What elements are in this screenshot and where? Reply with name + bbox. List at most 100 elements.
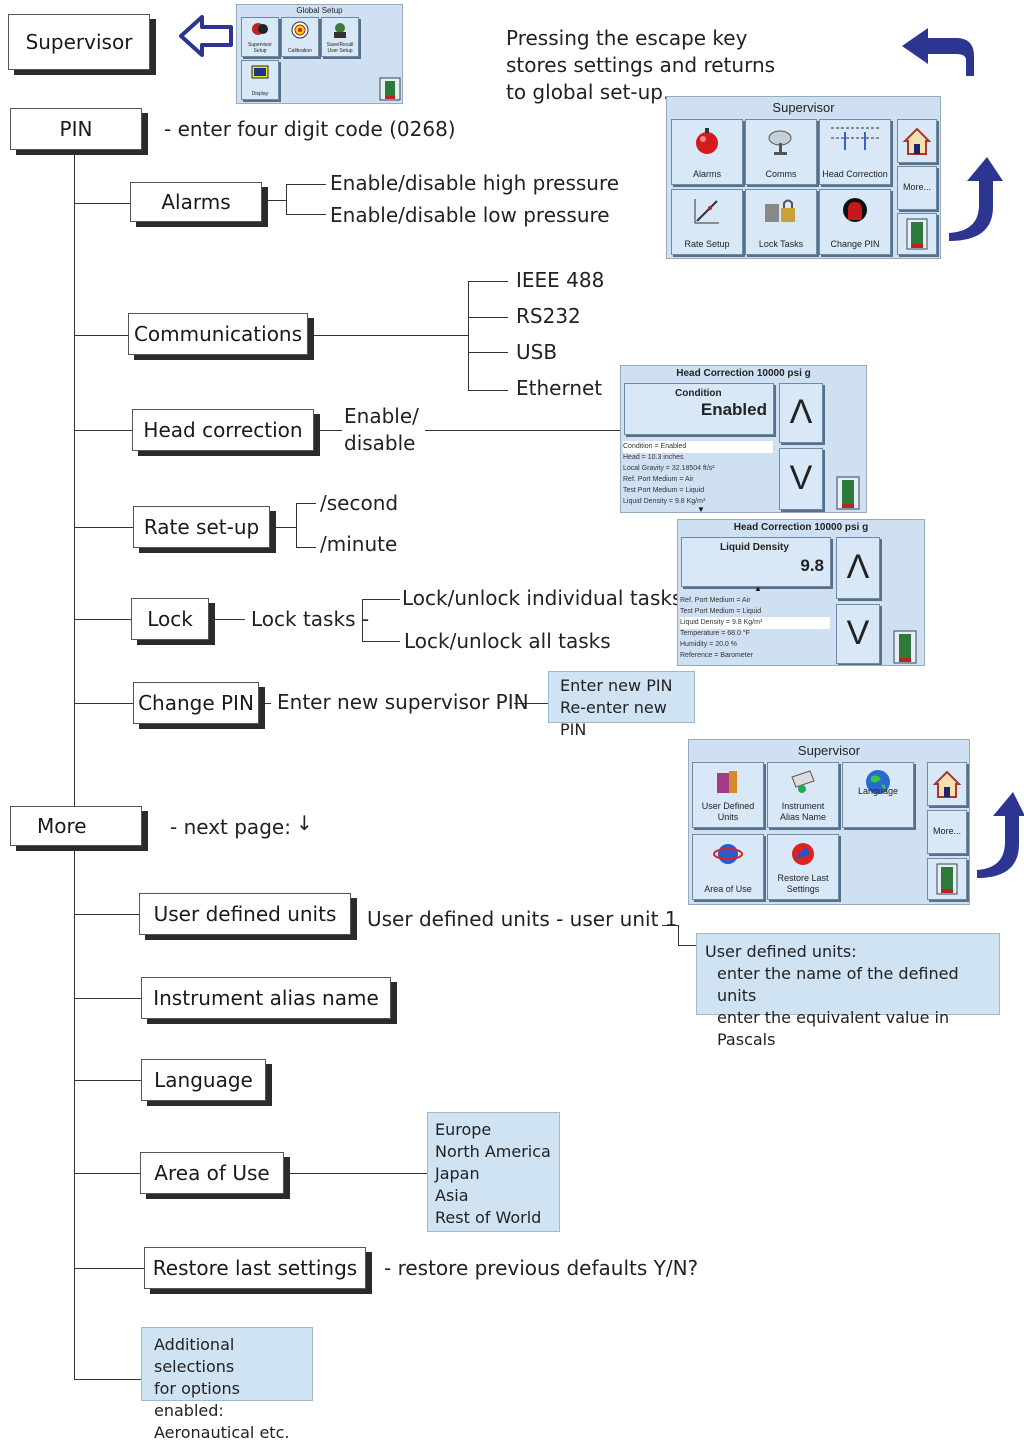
lock-option-individual: Lock/unlock individual tasks	[402, 586, 683, 610]
branch-user-units	[74, 914, 139, 915]
area-option-rest-of-world: Rest of World	[435, 1208, 542, 1227]
alarms-connector	[262, 200, 286, 201]
area-globe-icon	[713, 844, 743, 864]
head-corr-1-line2: Head = 10.3 inches	[623, 454, 684, 461]
area-of-use-screen-button[interactable]: Area of Use	[692, 834, 764, 900]
save-recall-icon	[334, 23, 346, 38]
home-screen-button-2[interactable]	[927, 762, 967, 806]
head-correction-screen-button[interactable]: Head Correction	[819, 119, 891, 185]
calibration-icon	[291, 21, 309, 39]
change-pin-panel: Enter new PIN Re-enter new PIN	[548, 671, 695, 739]
branch-area	[74, 1173, 140, 1174]
rate-option-minute: /minute	[320, 532, 398, 556]
exit-door-icon[interactable]	[379, 77, 401, 101]
exit-door-icon	[906, 218, 928, 250]
lock-tasks-icon	[765, 199, 795, 222]
rate-graph-icon	[694, 199, 719, 224]
user-defined-units-screen-button[interactable]: User Defined Units	[692, 762, 764, 828]
branch-alias	[74, 998, 141, 999]
rate-tick-1	[296, 503, 316, 504]
alarms-bracket-top	[286, 184, 326, 185]
scroll-up-button[interactable]: Λ	[779, 383, 823, 443]
change-pin-note: Enter new supervisor PIN	[277, 690, 529, 714]
restore-last-settings-screen-button[interactable]: Restore Last Settings	[767, 834, 839, 900]
comms-option-usb: USB	[516, 340, 558, 364]
change-pin-panel-line1: Enter new PIN	[560, 676, 673, 695]
alarms-box[interactable]: Alarms	[130, 182, 262, 222]
language-screen-button[interactable]: Language	[842, 762, 914, 828]
scroll-down-button[interactable]: V	[779, 448, 823, 510]
alarms-option-low: Enable/disable low pressure	[330, 203, 610, 227]
comms-screen-button[interactable]: Comms	[745, 119, 817, 185]
communications-box[interactable]: Communications	[128, 313, 308, 355]
user-units-connector-b	[678, 925, 679, 945]
gs-calibration-button[interactable]: Calibration	[281, 17, 319, 57]
supervisor-box[interactable]: Supervisor	[8, 14, 150, 70]
home-screen-button[interactable]	[897, 119, 937, 163]
return-arrow-icon	[902, 28, 974, 76]
down-arrow-icon: ↓	[296, 811, 313, 835]
more-screen-button-2[interactable]: More...	[927, 810, 967, 854]
user-defined-units-box[interactable]: User defined units	[139, 893, 351, 935]
change-pin-screen-button[interactable]: Change PIN	[819, 189, 891, 255]
lock-tasks-screen-button[interactable]: Lock Tasks	[745, 189, 817, 255]
head-correction-box[interactable]: Head correction	[132, 409, 314, 451]
area-of-use-box[interactable]: Area of Use	[140, 1152, 284, 1194]
liquid-density-field[interactable]: Liquid Density 9.8	[681, 537, 831, 587]
home-icon	[902, 127, 932, 155]
head-corr-1-line6: Liquid Density = 9.8 Kg/m³	[623, 498, 706, 505]
liquid-density-label: Liquid Density	[720, 542, 789, 553]
more-note: - next page:	[170, 815, 291, 839]
head-corr-1-line4: Ref. Port Medium = Air	[623, 476, 694, 483]
more-box[interactable]: More	[10, 806, 142, 846]
additional-line1: Additional selections	[154, 1335, 235, 1376]
user-units-icon	[717, 771, 737, 793]
scroll-up-button[interactable]: Λ	[836, 537, 880, 599]
user-units-panel-line1: User defined units:	[705, 942, 857, 961]
head-corr-1-line5: Test Port Medium = Liquid	[623, 487, 705, 494]
lock-tick-1	[362, 599, 400, 600]
rate-bracket	[296, 503, 297, 547]
alarms-screen-button[interactable]: Alarms	[671, 119, 743, 185]
exit-door-icon[interactable]	[892, 630, 918, 664]
rate-setup-screen-button[interactable]: Rate Setup	[671, 189, 743, 255]
branch-language	[74, 1080, 141, 1081]
branch-head	[74, 430, 132, 431]
gs-supervisor-setup-button[interactable]: Supervisor Setup	[241, 17, 279, 57]
branch-change-pin	[74, 703, 133, 704]
supervisor-icon	[252, 23, 268, 35]
condition-field[interactable]: Condition Enabled	[624, 383, 774, 435]
gs-display-button[interactable]: Display	[241, 60, 279, 100]
restore-icon	[792, 843, 814, 865]
escape-note-line3: to global set-up.	[506, 80, 670, 104]
globe-icon	[866, 770, 890, 794]
area-option-europe: Europe	[435, 1120, 492, 1139]
branch-restore	[74, 1268, 144, 1269]
comms-tick-1	[468, 281, 508, 282]
head-corr-1-title: Head Correction 10000 psi g	[676, 368, 811, 379]
scroll-down-button[interactable]: V	[836, 604, 880, 664]
head-corr-2-line3: Liquid Density = 9.8 Kg/m³	[680, 617, 830, 629]
home-icon	[932, 770, 962, 798]
restore-note: - restore previous defaults Y/N?	[384, 1256, 699, 1280]
gs-save-recall-button[interactable]: Save/Recall User Setup	[321, 17, 359, 57]
exit-door-icon[interactable]	[835, 476, 861, 510]
rate-setup-box[interactable]: Rate set-up	[133, 506, 270, 548]
area-connector	[284, 1173, 428, 1174]
restore-last-settings-box[interactable]: Restore last settings	[144, 1247, 366, 1289]
branch-rate	[74, 527, 133, 528]
language-box[interactable]: Language	[141, 1059, 266, 1101]
head-corr-2-line2: Test Port Medium = Liquid	[680, 608, 762, 615]
head-corr-2-list: Ref. Port Medium = Air Test Port Medium …	[678, 595, 833, 665]
exit-screen-button[interactable]	[897, 213, 937, 255]
lock-box[interactable]: Lock	[131, 598, 209, 640]
head-correction-screen-1: Head Correction 10000 psi g Condition En…	[620, 365, 867, 513]
change-pin-box[interactable]: Change PIN	[133, 682, 259, 724]
pin-box[interactable]: PIN	[10, 108, 142, 150]
more-screen-button[interactable]: More...	[897, 166, 937, 210]
head-corr-1-line3: Local Gravity = 32.18504 ft/s²	[623, 465, 715, 472]
instrument-alias-box[interactable]: Instrument alias name	[141, 977, 391, 1019]
instrument-alias-screen-button[interactable]: Instrument Alias Name	[767, 762, 839, 828]
exit-screen-button-2[interactable]	[927, 858, 967, 900]
comms-tick-2	[468, 317, 508, 318]
